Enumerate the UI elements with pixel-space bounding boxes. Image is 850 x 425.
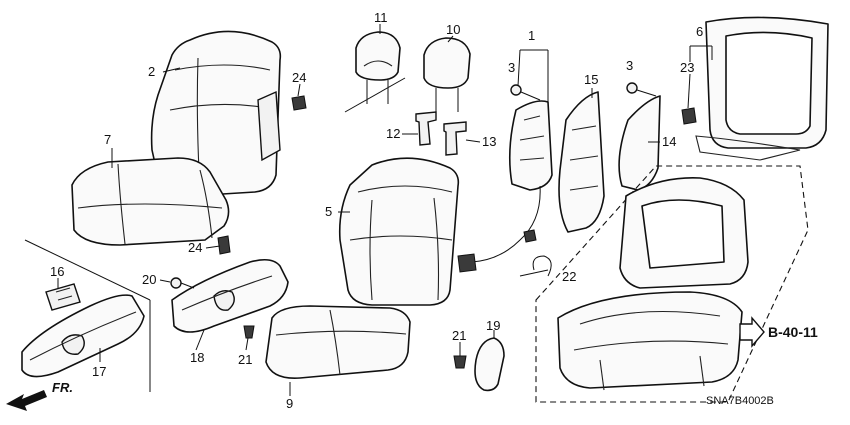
part-hook-22 [532, 255, 552, 277]
part-seat-cushion-cover [71, 157, 230, 246]
part-screw-20 [170, 277, 195, 289]
part-guide-13 [443, 121, 467, 156]
part-seat-back-frame [695, 16, 829, 161]
callout-17: 17 [92, 364, 106, 379]
part-switch-16 [45, 283, 81, 311]
callout-13: 13 [482, 134, 496, 149]
part-side-trim-18 [171, 258, 289, 333]
part-clip-24-upper [291, 95, 307, 111]
callout-11: 11 [374, 10, 388, 25]
callout-1: 1 [528, 28, 535, 43]
front-arrow-icon [6, 390, 47, 411]
callout-3-right: 3 [626, 58, 633, 73]
callout-21-middle: 21 [238, 352, 252, 367]
part-guide-12 [415, 111, 437, 146]
callout-9: 9 [286, 396, 293, 411]
callout-leaders [57, 24, 713, 396]
callout-16: 16 [50, 264, 64, 279]
callout-19: 19 [486, 318, 500, 333]
callout-6: 6 [696, 24, 703, 39]
part-seat-cushion-pad [265, 305, 411, 379]
part-side-panel-15 [558, 91, 605, 233]
callout-24-upper: 24 [292, 70, 306, 85]
part-clip-21-middle [243, 325, 255, 339]
part-spring-23 [681, 107, 697, 125]
callout-20: 20 [142, 272, 156, 287]
reference-arrow-icon [739, 316, 765, 348]
part-side-airbag [508, 100, 553, 191]
part-headrest-10 [423, 37, 471, 112]
part-side-trim-17 [21, 294, 145, 378]
callout-12: 12 [386, 126, 400, 141]
callout-2: 2 [148, 64, 155, 79]
divider-line-left [24, 239, 151, 301]
part-headrest-11 [355, 31, 401, 104]
part-seat-back-pad [338, 157, 460, 306]
part-cover-19 [474, 337, 505, 392]
callout-14: 14 [662, 134, 676, 149]
callout-24-lower: 24 [188, 240, 202, 255]
callout-5: 5 [325, 204, 332, 219]
part-wire-harness [457, 185, 541, 273]
callout-15: 15 [584, 72, 598, 87]
part-clip-24-lower [217, 235, 231, 255]
callout-21-lower: 21 [452, 328, 466, 343]
part-cover-14 [618, 95, 661, 191]
part-seat-back-cover [150, 30, 282, 198]
frame-assembly-outline [535, 165, 809, 403]
callout-10: 10 [446, 22, 460, 37]
front-label: FR. [52, 380, 73, 395]
callout-18: 18 [190, 350, 204, 365]
callout-7: 7 [104, 132, 111, 147]
part-bolt-3-right [626, 82, 657, 97]
divider-line [344, 77, 406, 113]
diagram-code: SNA7B4002B [706, 395, 774, 407]
part-bolt-3-left [510, 84, 541, 101]
part-seat-frame [557, 177, 749, 391]
reference-label: B-40-11 [768, 324, 818, 340]
callout-3-left: 3 [508, 60, 515, 75]
callout-22: 22 [562, 269, 576, 284]
part-clip-21-lower [453, 355, 467, 369]
callout-23: 23 [680, 60, 694, 75]
